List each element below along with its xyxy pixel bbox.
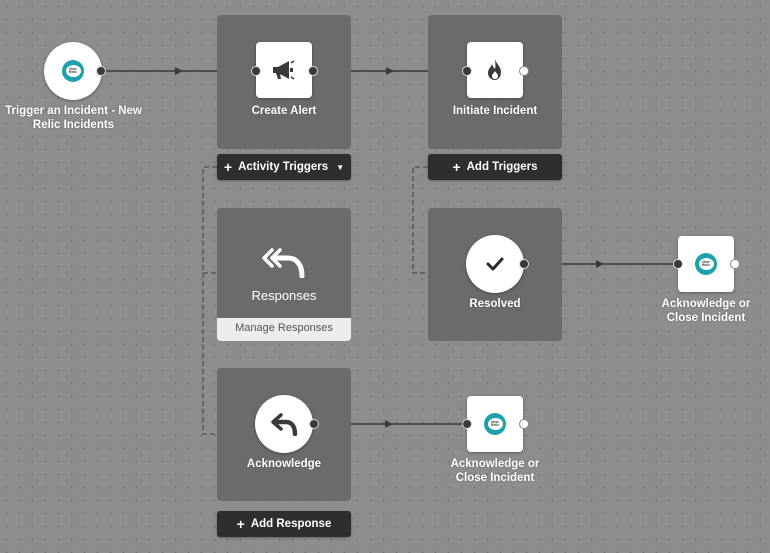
output-port-empty[interactable] <box>519 419 529 429</box>
new-relic-logo-icon: New Relic <box>484 413 506 435</box>
input-port[interactable] <box>673 259 683 269</box>
dashed-connector-right <box>412 166 428 274</box>
arrowhead <box>385 420 393 428</box>
input-port[interactable] <box>251 66 261 76</box>
activity-triggers-button[interactable]: + Activity Triggers ▼ <box>217 154 351 180</box>
output-port-empty[interactable] <box>730 259 740 269</box>
add-response-button[interactable]: + Add Response <box>217 511 351 537</box>
ack-close-incident-label-top: Acknowledge or Close Incident <box>661 298 751 324</box>
manage-responses-button[interactable]: Manage Responses <box>217 318 351 341</box>
new-relic-logo-icon: New Relic <box>62 60 84 82</box>
arrowhead <box>175 67 183 75</box>
dashed-connector-left <box>202 166 217 435</box>
arrowhead <box>386 67 394 75</box>
megaphone-icon <box>273 60 295 80</box>
resolved-node[interactable] <box>466 235 524 293</box>
output-port[interactable] <box>308 66 318 76</box>
output-port[interactable] <box>519 259 529 269</box>
acknowledge-node[interactable] <box>255 395 313 453</box>
fire-icon <box>488 59 501 80</box>
create-alert-node[interactable] <box>256 42 312 98</box>
initiate-incident-label: Initiate Incident <box>452 105 538 117</box>
output-port[interactable] <box>309 419 319 429</box>
reply-arrow-icon <box>271 413 298 436</box>
reply-all-icon <box>262 248 305 278</box>
ack-close-incident-node-top[interactable]: New Relic <box>678 236 734 292</box>
add-triggers-button[interactable]: + Add Triggers <box>428 154 562 180</box>
new-relic-logo-icon: New Relic <box>695 253 717 275</box>
input-port[interactable] <box>462 66 472 76</box>
create-alert-label: Create Alert <box>251 105 317 117</box>
plus-icon: + <box>452 159 461 175</box>
caret-down-icon: ▼ <box>336 162 345 172</box>
plus-icon: + <box>236 516 245 532</box>
ack-close-incident-label-bottom: Acknowledge or Close Incident <box>450 458 540 484</box>
resolved-label: Resolved <box>469 298 521 310</box>
trigger-incident-node[interactable]: New Relic <box>44 42 102 100</box>
trigger-incident-label: Trigger an Incident - New Relic Incident… <box>5 105 142 131</box>
input-port[interactable] <box>462 419 472 429</box>
plus-icon: + <box>223 159 233 175</box>
acknowledge-label: Acknowledge <box>246 458 322 470</box>
responses-title: Responses <box>251 288 317 303</box>
checkmark-icon <box>486 257 504 271</box>
arrowhead <box>596 260 604 268</box>
output-port-empty[interactable] <box>519 66 529 76</box>
ack-close-incident-node-bottom[interactable]: New Relic <box>467 396 523 452</box>
output-port[interactable] <box>96 66 106 76</box>
initiate-incident-node[interactable] <box>467 42 523 98</box>
